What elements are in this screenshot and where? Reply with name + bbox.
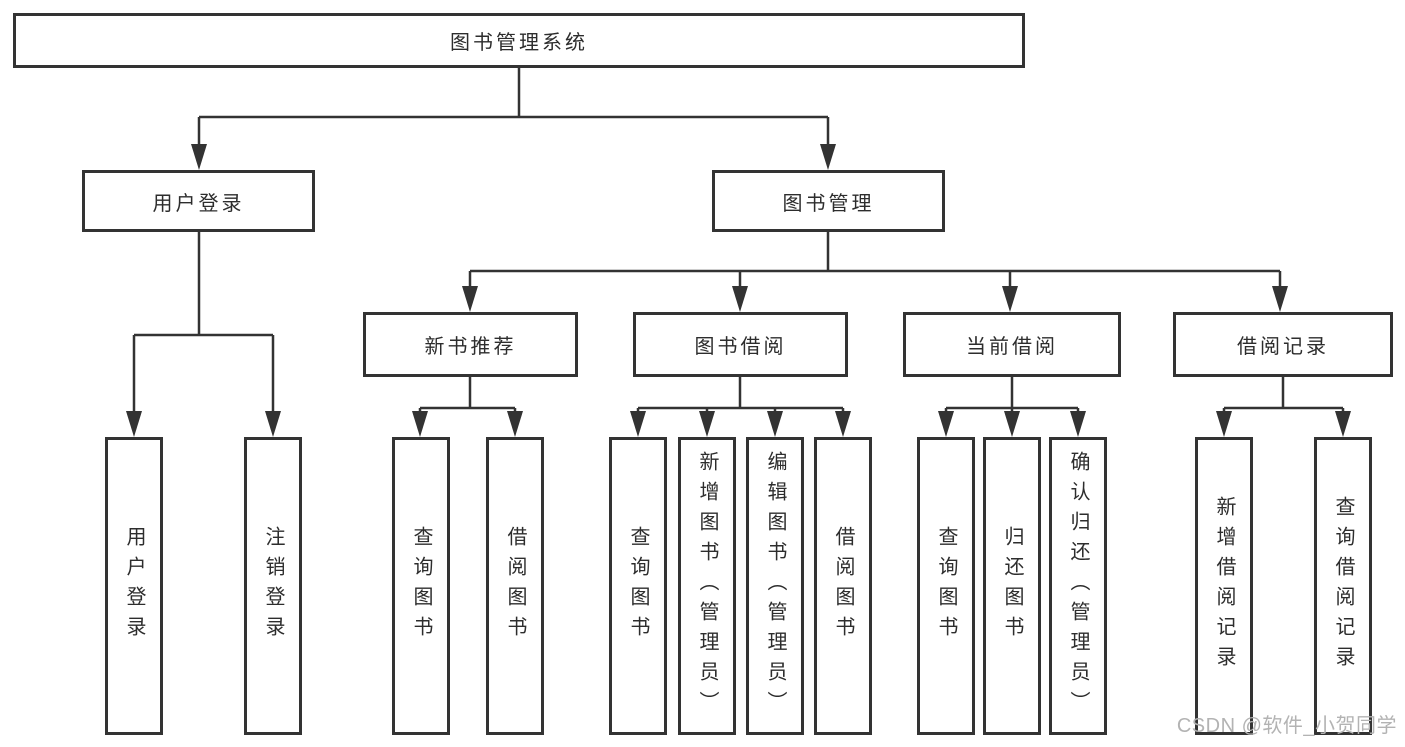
node-leaf-borrow-query-books: 查询图书 [609, 437, 667, 735]
node-leaf-rec-borrow-books: 借阅图书 [486, 437, 544, 735]
node-new-book-recommendation: 新书推荐 [363, 312, 578, 377]
csdn-watermark: CSDN @软件_小贺同学 [1176, 715, 1397, 737]
node-leaf-logout: 注销登录 [244, 437, 302, 735]
node-current-borrowing: 当前借阅 [903, 312, 1121, 377]
node-borrowing-records: 借阅记录 [1173, 312, 1393, 377]
node-user-login: 用户登录 [82, 170, 315, 232]
node-leaf-current-confirm-return-admin: 确认归还（管理员） [1049, 437, 1107, 735]
node-book-management: 图书管理 [712, 170, 945, 232]
node-library-management-system: 图书管理系统 [13, 13, 1025, 68]
node-leaf-rec-query-books: 查询图书 [392, 437, 450, 735]
node-leaf-record-query-borrow-record: 查询借阅记录 [1314, 437, 1372, 735]
node-book-borrowing: 图书借阅 [633, 312, 848, 377]
node-leaf-current-return-books: 归还图书 [983, 437, 1041, 735]
node-leaf-record-add-borrow-record: 新增借阅记录 [1195, 437, 1253, 735]
node-leaf-user-login: 用户登录 [105, 437, 163, 735]
node-leaf-borrow-add-books-admin: 新增图书（管理员） [678, 437, 736, 735]
node-leaf-borrow-edit-books-admin: 编辑图书（管理员） [746, 437, 804, 735]
arrowheads [126, 144, 1351, 437]
node-leaf-borrow-borrow-books: 借阅图书 [814, 437, 872, 735]
node-leaf-current-query-books: 查询图书 [917, 437, 975, 735]
